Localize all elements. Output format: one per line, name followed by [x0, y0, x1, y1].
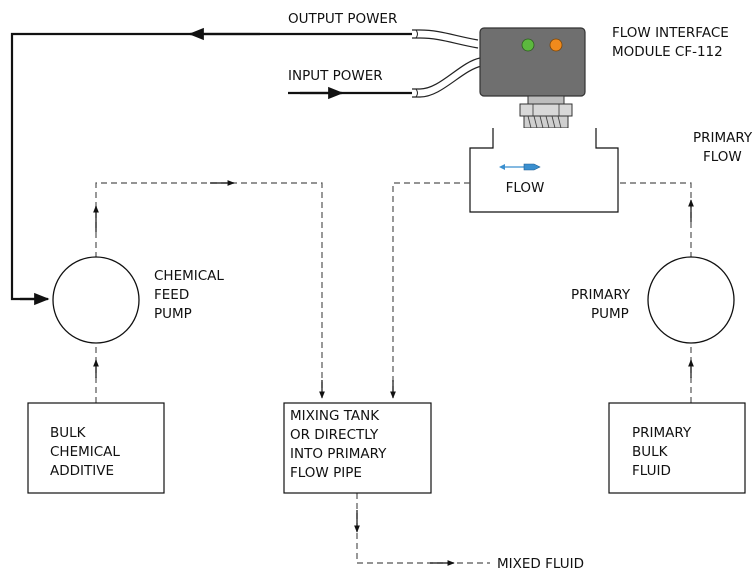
flow-label: FLOW	[506, 180, 545, 196]
module-label-line1: FLOW INTERFACE	[612, 25, 729, 41]
mixing-tank-label-3: INTO PRIMARY	[290, 446, 387, 462]
mixing-tank-label-4: FLOW PIPE	[290, 465, 362, 481]
led-green-icon	[521, 38, 535, 52]
flow-pipe	[469, 128, 619, 213]
primary-flow-label-line2: FLOW	[703, 149, 742, 165]
led-orange-icon	[549, 38, 563, 52]
primary-flow-label-line1: PRIMARY	[693, 130, 753, 146]
output-power-label: OUTPUT POWER	[288, 11, 397, 27]
chemical-feed-pump-label-3: PUMP	[154, 306, 192, 322]
input-power-label: INPUT POWER	[288, 68, 383, 84]
bulk-chemical-label-1: BULK	[50, 425, 87, 441]
primary-pump-label-1: PRIMARY	[571, 287, 631, 303]
primary-bulk-fluid-box	[608, 402, 746, 494]
primary-bulk-label-2: BULK	[632, 444, 669, 460]
flow-direction-arrow-icon	[499, 163, 541, 171]
mixed-fluid-line	[356, 493, 490, 564]
primary-bulk-label-3: FLUID	[632, 463, 671, 479]
primary-pump-label-2: PUMP	[591, 306, 629, 322]
module-label-line2: MODULE CF-112	[612, 44, 723, 60]
bulk-chemical-label-2: CHEMICAL	[50, 444, 120, 460]
primary-pump-to-pipe-line	[618, 182, 692, 258]
mixing-tank-box	[283, 402, 432, 494]
bulk-chemical-box	[27, 402, 165, 494]
primary-pump	[647, 256, 735, 344]
chemical-feed-pump-label-2: FEED	[154, 287, 189, 303]
pipe-to-mixing-line	[392, 182, 470, 395]
mixing-tank-label-1: MIXING TANK	[290, 408, 380, 424]
chemical-feed-pump-label-1: CHEMICAL	[154, 268, 224, 284]
power-cables	[412, 29, 483, 98]
flow-interface-module	[479, 27, 586, 129]
mixed-fluid-label: MIXED FLUID	[497, 556, 584, 571]
mixing-tank-label-2: OR DIRECTLY	[290, 427, 379, 443]
primary-bulk-label-1: PRIMARY	[632, 425, 692, 441]
chemical-feed-pump	[52, 256, 140, 344]
bulk-chemical-label-3: ADDITIVE	[50, 463, 114, 479]
module-body	[479, 27, 586, 97]
